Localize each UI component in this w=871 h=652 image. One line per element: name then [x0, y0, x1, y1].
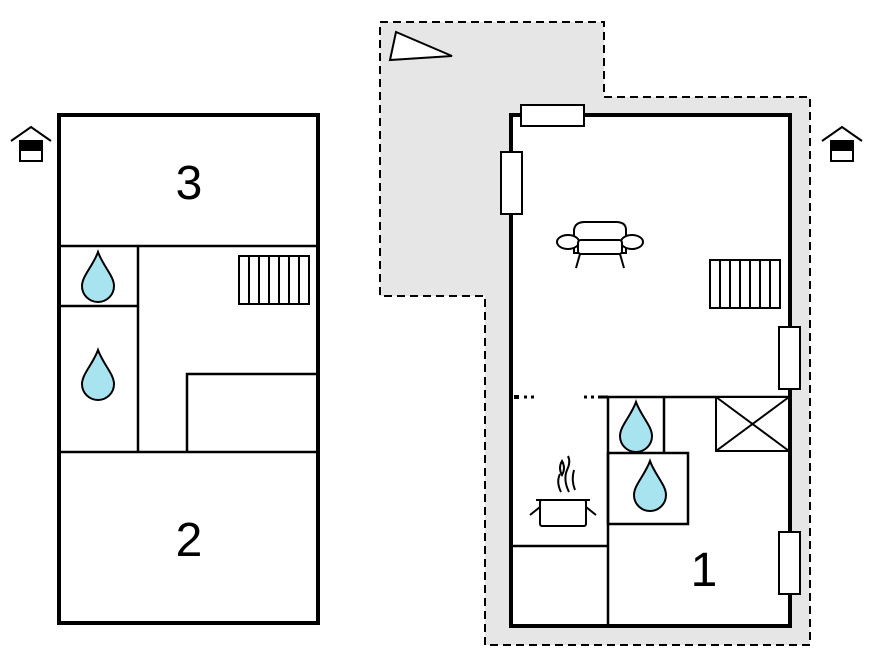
- ground-floor: 1: [379, 21, 863, 646]
- house-entrance-icon: [821, 126, 863, 162]
- bathroom-wall: [606, 451, 690, 526]
- upper-floor: 3 2: [10, 113, 320, 625]
- room-label-1: 1: [691, 544, 718, 597]
- room-label-2: 2: [176, 514, 203, 567]
- triangle-icon: [388, 30, 453, 62]
- sofa-icon: [556, 221, 644, 269]
- window: [500, 151, 523, 215]
- ground-floor-outline: [509, 113, 792, 628]
- stairs-icon: [238, 255, 310, 305]
- window: [520, 104, 585, 127]
- room-label-3: 3: [176, 157, 203, 210]
- crossed-box-icon: [715, 396, 790, 452]
- window: [778, 326, 801, 390]
- wall: [185, 372, 318, 452]
- cooking-pot-icon: [529, 455, 597, 527]
- window: [778, 531, 801, 595]
- stairs-icon: [709, 259, 781, 309]
- house-entrance-icon: [10, 126, 52, 162]
